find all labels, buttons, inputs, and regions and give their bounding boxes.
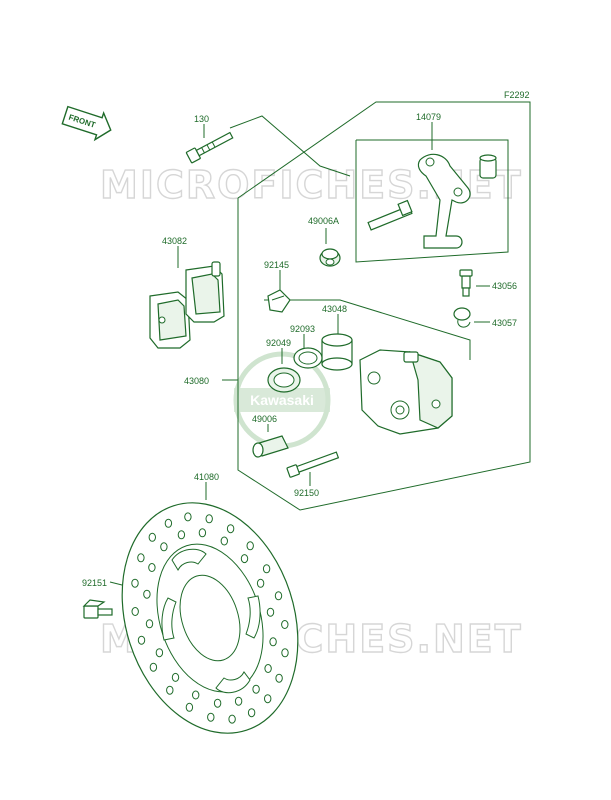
disc-vent-hole [184,512,192,522]
callout-92093: 92093 [290,324,315,334]
callout-43082: 43082 [162,236,187,246]
caliper-body [359,349,453,435]
disc-vent-hole [274,591,283,601]
disc-vent-hole [262,564,271,574]
slide-pin-92150 [286,451,340,478]
boot-49006 [252,435,289,458]
disc-vent-hole [145,619,154,629]
disc-vent-hole [205,514,213,524]
callout-92145: 92145 [264,260,289,270]
caliper-assembly-boundary [237,101,531,511]
piston-43048 [321,333,353,371]
brand-seal-text: Kawasaki [250,392,314,408]
callout-92151: 92151 [82,578,107,588]
disc-vent-hole [281,648,289,658]
disc-vent-hole [256,578,265,588]
disc-vent-hole [166,685,174,695]
callout-41080: 41080 [194,472,219,482]
brake-pads-43082 [149,261,225,349]
disc-vent-hole [220,536,229,546]
disc-vent-hole [247,708,256,718]
piston-group-boundary [264,299,471,360]
disc-vent-hole [177,530,186,540]
disc-vent-hole [171,672,180,682]
callout-leaders [109,115,490,587]
callout-43057: 43057 [492,318,517,328]
disc-vent-hole [226,524,235,534]
disc-vent-hole [275,673,283,683]
disc-vent-hole [266,607,275,617]
disc-vent-hole [160,542,168,552]
callout-43080: 43080 [184,376,209,386]
disc-vent-hole [246,541,254,551]
bleed-cap-43057 [453,307,471,328]
bleed-valve-43056 [459,269,473,297]
callout-14079: 14079 [416,112,441,122]
disc-vent-hole [148,563,156,572]
callout-43048: 43048 [322,304,347,314]
callout-130: 130 [194,114,209,124]
pad-spring-92145 [267,289,291,313]
brake-disc-41080 [121,502,299,734]
boot-49006a [319,248,341,267]
disc-vent-hole [131,578,139,588]
disc-vent-hole [228,714,236,724]
disc-vent-hole [137,553,145,563]
disc-vent-hole [234,696,243,706]
disc-vent-hole [281,620,289,629]
disc-vent-hole [269,637,277,647]
bracket-group-boundary [355,139,509,263]
disc-vent-hole [143,589,151,599]
disc-vent-hole [198,528,207,538]
disc-vent-hole [155,648,164,658]
caliper-bracket-14079 [367,153,497,249]
piston-seal-92049 [267,367,301,393]
brake-disc-vent-holes [131,512,289,724]
disc-vent-hole [252,684,260,694]
disc-vent-hole [148,532,157,542]
disc-bolt-92151 [82,599,113,619]
callout-43056: 43056 [492,281,517,291]
front-arrow-badge: FRONT [61,105,112,142]
disc-vent-hole [192,690,200,700]
disc-vent-hole [207,712,215,722]
dust-seal-92093 [293,347,323,369]
callout-92150: 92150 [294,488,319,498]
callout-92049: 92049 [266,338,291,348]
disc-vent-hole [185,702,194,712]
callout-49006a: 49006A [308,216,339,226]
bolt-130 [185,131,234,164]
disc-vent-hole [137,635,146,645]
disc-vent-hole [131,607,139,616]
callout-49006: 49006 [252,414,277,424]
disc-vent-hole [164,518,173,528]
disc-vent-hole [264,694,272,704]
disc-vent-hole [240,554,249,564]
figure-code: F2292 [504,90,530,100]
disc-vent-hole [149,662,158,672]
disc-vent-hole [264,664,272,673]
disc-vent-hole [213,698,222,708]
